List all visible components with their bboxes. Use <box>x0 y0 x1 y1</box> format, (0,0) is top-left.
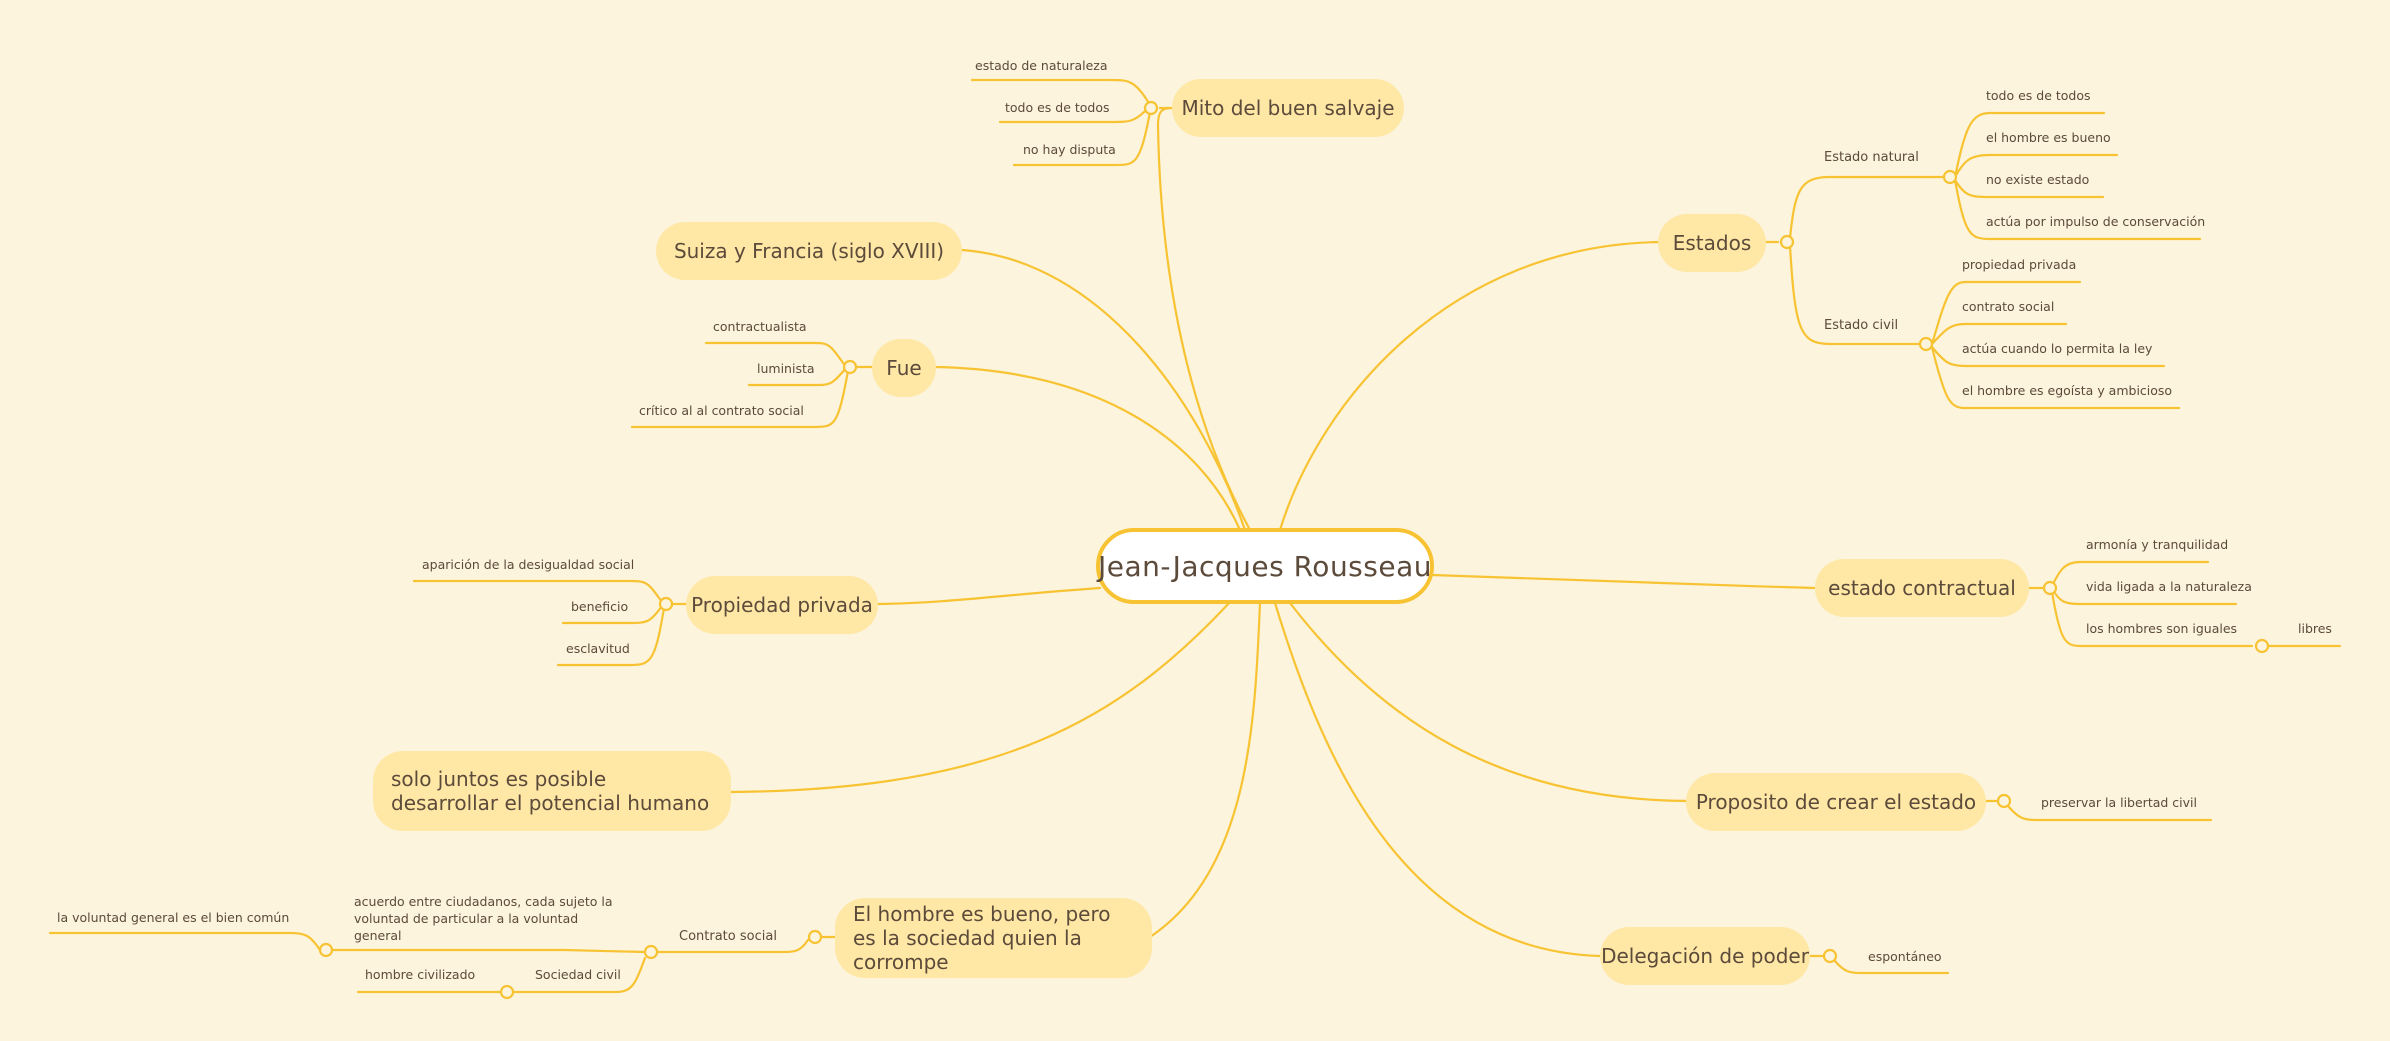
leaf-hombre-es-bueno[interactable]: el hombre es bueno <box>1986 130 2111 145</box>
node-label: Proposito de crear el estado <box>1695 790 1977 814</box>
leaf-espontaneo[interactable]: espontáneo <box>1868 949 1942 964</box>
subnode-estado-civil[interactable]: Estado civil <box>1824 318 1899 333</box>
leaf-propiedad-privada[interactable]: propiedad privada <box>1962 257 2077 272</box>
leaf-libres[interactable]: libres <box>2298 621 2332 636</box>
leaf-todo-es-de-todos-2[interactable]: todo es de todos <box>1986 88 2091 103</box>
leaf-vida-naturaleza[interactable]: vida ligada a la naturaleza <box>2086 579 2252 594</box>
node-hombre-es-bueno[interactable]: El hombre es bueno, pero es la sociedad … <box>835 898 1152 978</box>
leaf-estado-de-naturaleza[interactable]: estado de naturaleza <box>975 58 1108 73</box>
node-estado-contractual[interactable]: estado contractual <box>1815 559 2029 617</box>
subnode-estado-natural[interactable]: Estado natural <box>1824 150 1919 165</box>
leaf-hombres-iguales[interactable]: los hombres son iguales <box>2086 621 2238 636</box>
node-label: Fue <box>886 356 922 380</box>
leaf-critico-contrato-social[interactable]: crítico al al contrato social <box>639 403 804 418</box>
node-label: Delegación de poder <box>1601 944 1809 968</box>
leaf-hombre-civilizado[interactable]: hombre civilizado <box>365 967 476 982</box>
leaf-voluntad-general[interactable]: la voluntad general es el bien común <box>57 910 290 925</box>
leaf-actua-ley[interactable]: actúa cuando lo permita la ley <box>1962 341 2153 356</box>
root-node[interactable]: Jean-Jacques Rousseau <box>1096 528 1434 604</box>
node-label: solo juntos es posible desarrollar el po… <box>391 767 710 815</box>
node-fue[interactable]: Fue <box>872 339 936 397</box>
node-proposito-crear-estado[interactable]: Proposito de crear el estado <box>1686 773 1986 831</box>
node-label: Propiedad privada <box>691 593 873 617</box>
node-propiedad-privada[interactable]: Propiedad privada <box>686 576 878 634</box>
leaf-no-existe-estado[interactable]: no existe estado <box>1986 172 2090 187</box>
leaf-beneficio[interactable]: beneficio <box>571 599 629 614</box>
node-suiza-y-francia[interactable]: Suiza y Francia (siglo XVIII) <box>656 222 962 280</box>
leaf-luminista[interactable]: luminista <box>757 361 815 376</box>
leaf-impulso-conservacion[interactable]: actúa por impulso de conservación <box>1986 214 2206 229</box>
node-label: Estados <box>1672 231 1752 255</box>
node-solo-juntos[interactable]: solo juntos es posible desarrollar el po… <box>373 751 731 831</box>
node-label: El hombre es bueno, pero es la sociedad … <box>853 902 1111 974</box>
leaf-esclavitud[interactable]: esclavitud <box>566 641 630 656</box>
root-label: Jean-Jacques Rousseau <box>1098 549 1432 583</box>
node-delegacion-de-poder[interactable]: Delegación de poder <box>1600 927 1810 985</box>
node-mito-del-buen-salvaje[interactable]: Mito del buen salvaje <box>1172 79 1404 137</box>
leaf-aparicion-desigualdad[interactable]: aparición de la desigualdad social <box>422 557 635 572</box>
leaf-contractualista[interactable]: contractualista <box>713 319 807 334</box>
leaf-contrato-social[interactable]: contrato social <box>1962 299 2055 314</box>
leaf-todo-es-de-todos[interactable]: todo es de todos <box>1005 100 1110 115</box>
subnode-acuerdo-ciudadanos[interactable]: acuerdo entre ciudadanos, cada sujeto la… <box>354 894 613 943</box>
leaf-no-hay-disputa[interactable]: no hay disputa <box>1023 142 1116 157</box>
subnode-contrato-social[interactable]: Contrato social <box>679 929 777 944</box>
leaf-hombre-egoista[interactable]: el hombre es egoísta y ambicioso <box>1962 383 2173 398</box>
subnode-sociedad-civil[interactable]: Sociedad civil <box>535 967 621 982</box>
node-estados[interactable]: Estados <box>1658 214 1766 272</box>
node-label: Suiza y Francia (siglo XVIII) <box>673 239 945 263</box>
node-label: estado contractual <box>1828 576 2016 600</box>
node-label: Mito del buen salvaje <box>1181 96 1395 120</box>
leaf-armonia[interactable]: armonía y tranquilidad <box>2086 537 2229 552</box>
leaf-preservar-libertad[interactable]: preservar la libertad civil <box>2041 795 2197 810</box>
